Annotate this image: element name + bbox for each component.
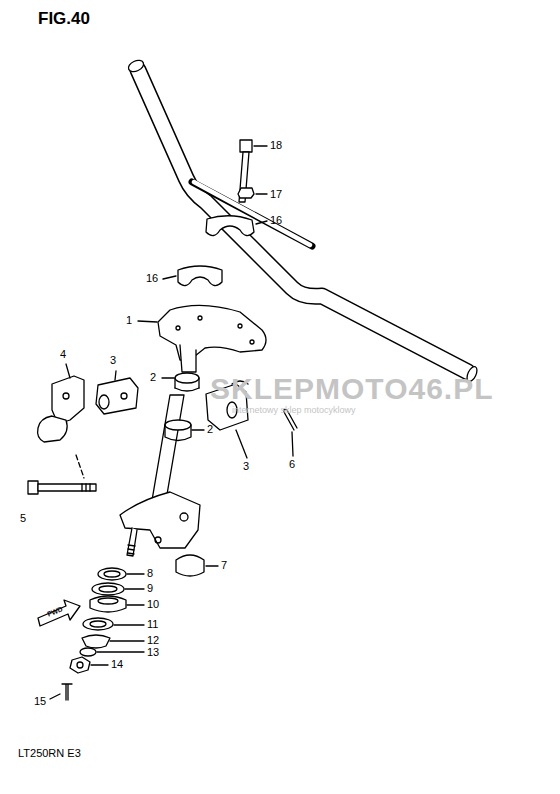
watermark: internetowy sklep motocyklowy	[232, 406, 356, 415]
callout-number: 3	[110, 355, 116, 366]
callout-number: 4	[60, 349, 66, 360]
callout-number: 16	[270, 215, 282, 226]
callout-number: 9	[147, 583, 153, 594]
callout-number: 12	[147, 635, 159, 646]
watermark: SKLEPMOTO46.PL	[210, 374, 494, 404]
callout-number: 14	[111, 659, 123, 670]
callout-number: 17	[270, 189, 282, 200]
callout-number: 1	[126, 315, 132, 326]
callout-number: 2	[150, 372, 156, 383]
figure-title: FIG.40	[38, 10, 90, 27]
model-caption: LT250RN E3	[18, 748, 81, 759]
callout-number: 13	[147, 647, 159, 658]
callout-number: 16	[146, 273, 158, 284]
callout-number: 7	[221, 560, 227, 571]
callout-number: 10	[147, 599, 159, 610]
callout-number: 8	[147, 568, 153, 579]
callout-number: 18	[270, 140, 282, 151]
callout-number: 5	[20, 513, 26, 524]
callout-number: 3	[243, 461, 249, 472]
callout-number: 2	[207, 424, 213, 435]
callout-number: 6	[289, 459, 295, 470]
callout-number: 15	[34, 696, 46, 707]
callout-number: 11	[147, 619, 158, 630]
